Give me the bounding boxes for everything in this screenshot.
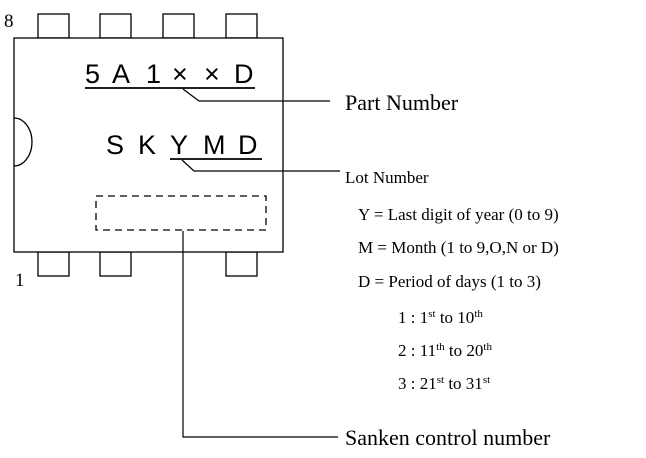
legend-day: D = Period of days (1 to 3) <box>358 272 541 291</box>
part-marking: 5 A 1 × × D <box>85 59 254 89</box>
control-number-leader <box>182 231 338 438</box>
lot-marking: S K Y M D <box>106 130 258 160</box>
bottom-pins <box>37 251 258 277</box>
part-char: × <box>172 59 188 89</box>
part-char: D <box>234 59 254 89</box>
control-number-box <box>95 195 267 231</box>
pin-1-label: 1 <box>15 270 25 291</box>
pin-bottom-2 <box>99 251 132 277</box>
lot-legend: Y = Last digit of year (0 to 9) M = Mont… <box>358 205 559 393</box>
lot-number-leader <box>181 159 340 172</box>
pin-bottom-4 <box>225 251 258 277</box>
lot-char: Y <box>170 130 188 160</box>
part-char: A <box>112 59 130 89</box>
pin-bottom-1 <box>37 251 70 277</box>
lot-char: S <box>106 130 124 160</box>
lot-char: M <box>203 130 226 160</box>
pin-top-1 <box>37 13 70 39</box>
legend-period-1: 1 : 1st to 10th <box>398 308 483 327</box>
legend-period-2: 2 : 11th to 20th <box>398 341 492 360</box>
package-body <box>13 37 284 253</box>
control-number-label: Sanken control number <box>345 425 551 450</box>
legend-year: Y = Last digit of year (0 to 9) <box>358 205 559 224</box>
lot-char: D <box>238 130 258 160</box>
part-number-label: Part Number <box>345 90 459 115</box>
top-pins <box>37 13 258 39</box>
lot-char: K <box>138 130 156 160</box>
part-char: × <box>204 59 220 89</box>
pin-top-4 <box>225 13 258 39</box>
pin-8-label: 8 <box>4 11 14 32</box>
pin-top-2 <box>99 13 132 39</box>
legend-month: M = Month (1 to 9,O,N or D) <box>358 238 559 257</box>
legend-period-3: 3 : 21st to 31st <box>398 374 490 393</box>
lot-number-label: Lot Number <box>345 168 429 187</box>
part-number-leader <box>182 88 330 102</box>
part-char: 1 <box>146 59 161 89</box>
part-char: 5 <box>85 59 100 89</box>
pin-top-3 <box>162 13 195 39</box>
orientation-notch <box>13 117 33 167</box>
